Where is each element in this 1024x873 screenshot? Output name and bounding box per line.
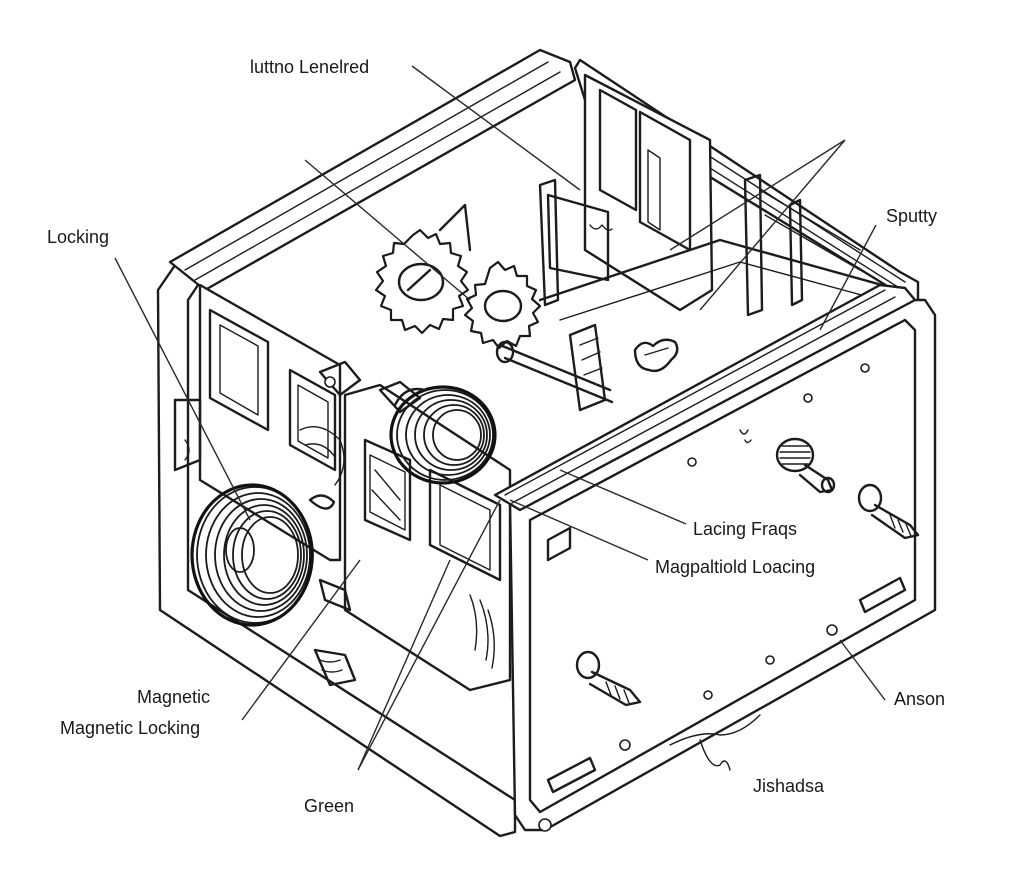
- leader-lines: [114, 65, 886, 771]
- label-lacing-frame: Lacing Fraqs: [693, 519, 798, 539]
- large-coil: [190, 483, 314, 627]
- right-front-panel: [493, 283, 937, 832]
- left-front-frame: [173, 283, 362, 562]
- label-anson: Anson: [894, 689, 946, 709]
- large-gear: [374, 228, 470, 335]
- label-top-leveled: luttno Lenelred: [250, 57, 370, 77]
- connector-right: [857, 483, 920, 540]
- connector-lower: [575, 650, 642, 707]
- label-magnetic-locking: Magnetic Locking: [60, 718, 201, 738]
- label-magnetoid-loading: Magpaltiold Loacing: [655, 557, 816, 577]
- label-sputty: Sputty: [886, 206, 938, 226]
- label-green: Green: [304, 796, 355, 816]
- drive-shaft: [498, 343, 614, 404]
- top-back-rail: [168, 48, 577, 292]
- label-magnetic: Magnetic: [137, 687, 211, 707]
- medium-gear: [463, 260, 542, 350]
- housing: [156, 48, 920, 838]
- label-locking: Locking: [47, 227, 110, 247]
- gear-train: [299, 228, 679, 486]
- upper-coil: [389, 385, 497, 485]
- knurled-knob: [775, 437, 836, 494]
- label-jishadsa: Jishadsa: [753, 776, 825, 796]
